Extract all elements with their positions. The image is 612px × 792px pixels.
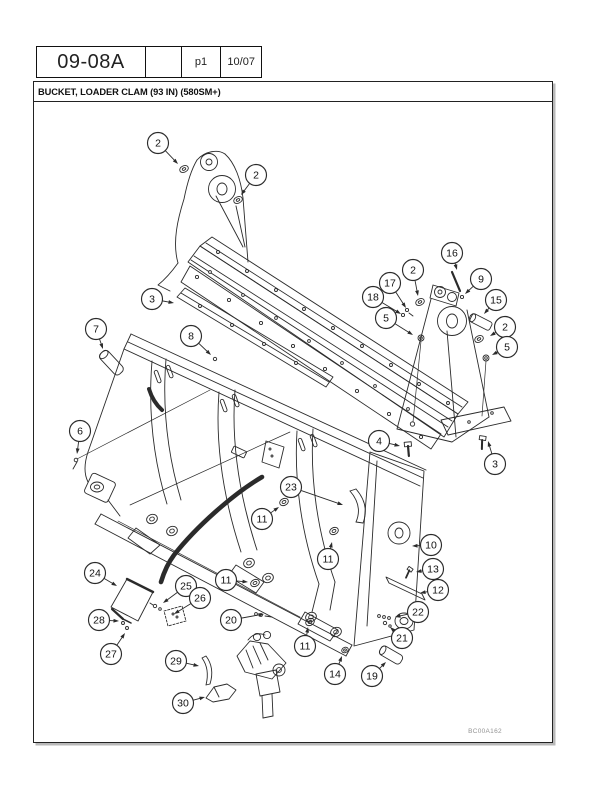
callout-2: 2: [401, 258, 425, 296]
figure-ref-code: BC00A162: [468, 728, 502, 735]
callout-7: 7: [84, 317, 108, 349]
callout-19: 19: [360, 662, 386, 688]
svg-text:3: 3: [149, 294, 155, 306]
date-cell: 10/07: [227, 56, 255, 68]
section-code-cell: 09-08A: [37, 47, 147, 77]
callout-27: 27: [99, 633, 125, 666]
wear-strip: [349, 488, 366, 524]
svg-text:26: 26: [194, 593, 206, 605]
svg-text:16: 16: [446, 248, 458, 260]
callout-24: 24: [83, 561, 117, 586]
revision-cell: [146, 47, 182, 77]
svg-text:5: 5: [504, 342, 510, 354]
callout-16: 16: [440, 241, 464, 270]
svg-text:11: 11: [323, 554, 334, 566]
callout-3: 3: [483, 441, 507, 476]
svg-text:13: 13: [427, 564, 439, 576]
callout-23: 23: [279, 475, 343, 505]
svg-text:9: 9: [478, 274, 484, 286]
callout-21: 21: [390, 626, 414, 650]
callout-5: 5: [492, 335, 519, 359]
callout-29: 29: [164, 649, 199, 673]
svg-text:11: 11: [300, 641, 311, 653]
svg-text:15: 15: [490, 295, 502, 307]
svg-text:12: 12: [432, 585, 444, 597]
left-hinge-tower: [157, 150, 249, 292]
svg-text:14: 14: [329, 669, 341, 681]
callout-12: 12: [420, 578, 450, 602]
callout-5: 5: [374, 306, 413, 335]
svg-text:23: 23: [285, 482, 297, 494]
callout-11: 11: [293, 627, 317, 658]
callout-14: 14: [323, 656, 347, 686]
svg-text:2: 2: [155, 138, 161, 150]
bushings-item-11: [250, 497, 339, 627]
callout-11: 11: [316, 542, 340, 571]
callout-30: 30: [171, 691, 205, 715]
svg-text:8: 8: [188, 331, 194, 343]
callout-20: 20: [219, 608, 264, 632]
callout-2: 2: [490, 315, 517, 339]
shaded-contour-band: [147, 387, 265, 585]
svg-text:28: 28: [93, 615, 105, 627]
callout-6: 6: [68, 419, 92, 454]
callout-13: 13: [416, 557, 445, 581]
left-side-hardware: [72, 349, 218, 470]
svg-text:6: 6: [77, 426, 83, 438]
callout-2: 2: [241, 163, 268, 195]
svg-text:2: 2: [253, 170, 259, 182]
svg-text:20: 20: [225, 615, 237, 627]
figure-frame: BUCKET, LOADER CLAM (93 IN) (580SM+): [33, 81, 553, 743]
svg-text:22: 22: [412, 607, 424, 619]
callout-8: 8: [179, 324, 211, 355]
svg-text:29: 29: [170, 656, 182, 668]
svg-text:7: 7: [93, 324, 99, 336]
callout-10: 10: [412, 533, 443, 557]
clam-pivot-assembly: [236, 630, 287, 719]
svg-text:27: 27: [105, 649, 117, 661]
callout-3: 3: [140, 287, 174, 311]
callout-22: 22: [395, 600, 430, 624]
svg-text:21: 21: [396, 633, 408, 645]
document-header-table: 09-08A p1 10/07: [36, 46, 262, 78]
page-number-cell: p1: [182, 47, 222, 77]
figure-title-bar: BUCKET, LOADER CLAM (93 IN) (580SM+): [33, 81, 553, 102]
svg-text:24: 24: [89, 568, 101, 580]
svg-text:5: 5: [383, 313, 389, 325]
svg-text:3: 3: [492, 459, 498, 471]
callout-26: 26: [174, 586, 212, 614]
loose-parts-lower-left: [110, 577, 237, 703]
svg-text:18: 18: [367, 292, 379, 304]
svg-text:25: 25: [180, 581, 192, 593]
callout-15: 15: [484, 288, 508, 314]
svg-text:10: 10: [425, 540, 437, 552]
rear-moldboard-panel: [180, 236, 469, 450]
callout-18: 18: [361, 285, 401, 314]
svg-text:19: 19: [366, 671, 378, 683]
svg-text:11: 11: [221, 575, 232, 587]
callout-9: 9: [465, 267, 493, 294]
figure-title: BUCKET, LOADER CLAM (93 IN) (580SM+): [38, 86, 221, 97]
cutting-edge-strip-left: [176, 287, 334, 388]
svg-text:2: 2: [502, 322, 508, 334]
callout-17: 17: [378, 271, 406, 308]
callout-2: 2: [146, 131, 178, 164]
svg-text:11: 11: [257, 514, 268, 526]
callout-11: 11: [214, 568, 248, 592]
callout-4: 4: [367, 429, 400, 453]
svg-text:2: 2: [410, 265, 416, 277]
callout-28: 28: [87, 608, 119, 632]
svg-text:30: 30: [177, 698, 189, 710]
figure-box: [33, 102, 553, 743]
callout-11: 11: [250, 507, 279, 531]
right-hinge-tower: [396, 270, 512, 458]
bucket-frame: [84, 333, 427, 657]
svg-text:17: 17: [384, 278, 396, 290]
svg-text:4: 4: [376, 436, 382, 448]
right-side-hardware: [254, 565, 426, 665]
